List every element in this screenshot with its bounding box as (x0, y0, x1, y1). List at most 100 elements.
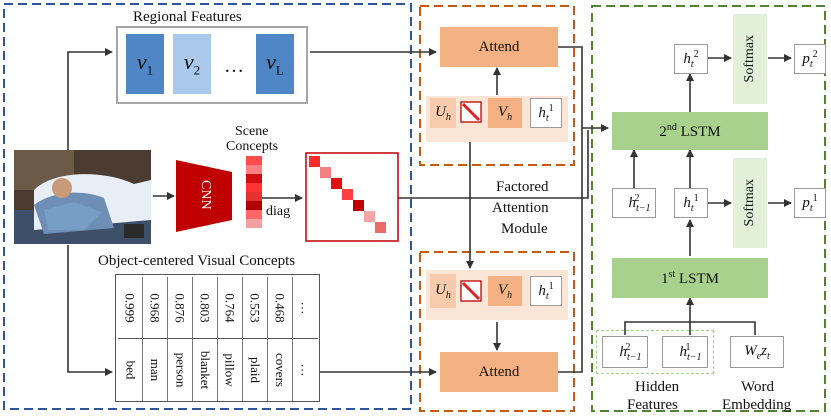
u-matrix-top: Uh (430, 98, 456, 128)
concept-score: 0.803 (193, 277, 218, 339)
cnn-label: CNN (198, 180, 213, 210)
concept-score: 0.468 (268, 277, 293, 339)
concept-word: … (293, 339, 318, 401)
attend-box-top: Attend (440, 27, 558, 67)
h1-output: ht1 (674, 188, 708, 218)
concept-word-text: person (173, 352, 189, 388)
concept-word: bed (118, 339, 143, 401)
p2-output: pt2 (794, 44, 826, 74)
word-embedding-input: Wezt (730, 336, 784, 368)
concept-word-text: plaid (248, 357, 263, 383)
hidden-features-group (596, 330, 714, 374)
concept-score: 0.999 (118, 277, 143, 339)
encoder-frame (3, 3, 412, 410)
scene-cell (246, 201, 262, 210)
image-to-regional-arrow (67, 48, 113, 150)
concept-word: person (168, 339, 193, 401)
h2-prev-label: ht−12 (628, 192, 651, 214)
h1-label-top: ht1 (538, 102, 554, 124)
region-feature-v2: v2 (173, 34, 211, 94)
region-feature-v2-label: v2 (183, 49, 201, 78)
concept-score: 0.553 (243, 277, 268, 339)
scene-cell (246, 183, 262, 192)
attention-frame-top (419, 5, 575, 166)
scene-cell (246, 165, 262, 174)
concept-score-text: 0.764 (223, 292, 238, 323)
cnn-block (176, 160, 232, 232)
hidden-features-label-1: Hidden (635, 379, 680, 395)
h2-label: ht2 (683, 48, 699, 70)
scene-concepts-title-1: Scene (235, 124, 269, 139)
u-label-bottom: Uh (435, 281, 451, 301)
concept-score-text: 0.968 (148, 292, 163, 323)
region-feature-vl-label: vL (266, 49, 284, 78)
concept-word-text: man (147, 358, 163, 382)
concept-score-text: 0.999 (123, 292, 138, 323)
region-feature-v1: v1 (126, 34, 164, 94)
concept-word: pillow (218, 339, 243, 401)
concept-word-text: covers (273, 353, 288, 387)
scene-cell (246, 156, 262, 165)
scene-cell (246, 192, 262, 201)
region-feature-vl: vL (256, 34, 294, 94)
concept-word-text: pillow (223, 353, 239, 387)
concept-score: 0.764 (218, 277, 243, 339)
hidden-features-label-2: Features (627, 397, 678, 413)
h2-prev-input: ht−12 (612, 188, 656, 218)
h1-prev-hidden: ht−11 (662, 336, 708, 368)
u-label-top: Uh (435, 103, 451, 123)
attend-to-lstm2-wire (558, 46, 609, 132)
input-image-art (14, 150, 151, 244)
lstm-2: 2nd LSTM (612, 112, 768, 150)
concept-word-text: blanket (198, 350, 214, 390)
lstm-1: 1st LSTM (612, 258, 768, 298)
concept-score: 0.876 (168, 277, 193, 339)
diag-label: diag (266, 204, 291, 219)
concept-score-text: 0.803 (198, 292, 213, 323)
factored-label-2: Attention (492, 200, 549, 216)
lstm-2-label: 2nd LSTM (659, 121, 721, 140)
p2-label: pt2 (802, 48, 818, 70)
concept-score-text: 0.468 (273, 292, 288, 323)
diag-thumb-top (460, 101, 482, 123)
lstm-1-label: 1st LSTM (661, 268, 719, 287)
attention-frame-bottom (419, 251, 575, 412)
attend-label-top: Attend (478, 38, 520, 55)
scene-concept-vector (246, 156, 262, 228)
scene-concepts-title-2: Concepts (226, 139, 279, 154)
diag-thumb-bottom (460, 280, 482, 302)
v-matrix-top: Vh (488, 98, 522, 128)
softmax-1: Softmax (733, 158, 767, 248)
h2-prev-hidden: ht−12 (602, 336, 648, 368)
h1-input-bottom: ht1 (530, 276, 562, 306)
concept-score: … (293, 277, 318, 339)
regional-features-title: Regional Features (133, 9, 242, 25)
concept-word-text: … (298, 363, 314, 377)
object-concepts-title: Object-centered Visual Concepts (98, 253, 296, 269)
region-feature-v1-label: v1 (136, 49, 154, 78)
u-matrix-bottom: Uh (430, 274, 456, 308)
factored-label-1: Factored (496, 179, 549, 195)
h1-input-top: ht1 (530, 98, 562, 128)
region-feature-ellipsis: … (224, 55, 244, 77)
concept-word: man (143, 339, 168, 401)
concept-score: 0.968 (143, 277, 168, 339)
scene-cell (246, 174, 262, 183)
concept-word: covers (268, 339, 293, 401)
softmax-2-label: Softmax (742, 35, 757, 83)
diag-to-lstm2-wire (398, 130, 589, 199)
word-embedding-label-2: Embedding (722, 397, 792, 413)
concept-word: plaid (243, 339, 268, 401)
attend-bottom-to-lstm2-wire (558, 128, 583, 373)
scene-cell (246, 219, 262, 228)
wz-label: Wezt (744, 342, 770, 362)
h2-prev-hidden-label: ht−12 (619, 341, 642, 363)
concept-word: blanket (193, 339, 218, 401)
input-image (14, 150, 151, 244)
word-embedding-label-1: Word (741, 379, 774, 395)
v-matrix-bottom: Vh (488, 276, 522, 306)
concept-score-text: … (298, 301, 314, 314)
concept-score-text: 0.876 (173, 292, 188, 323)
